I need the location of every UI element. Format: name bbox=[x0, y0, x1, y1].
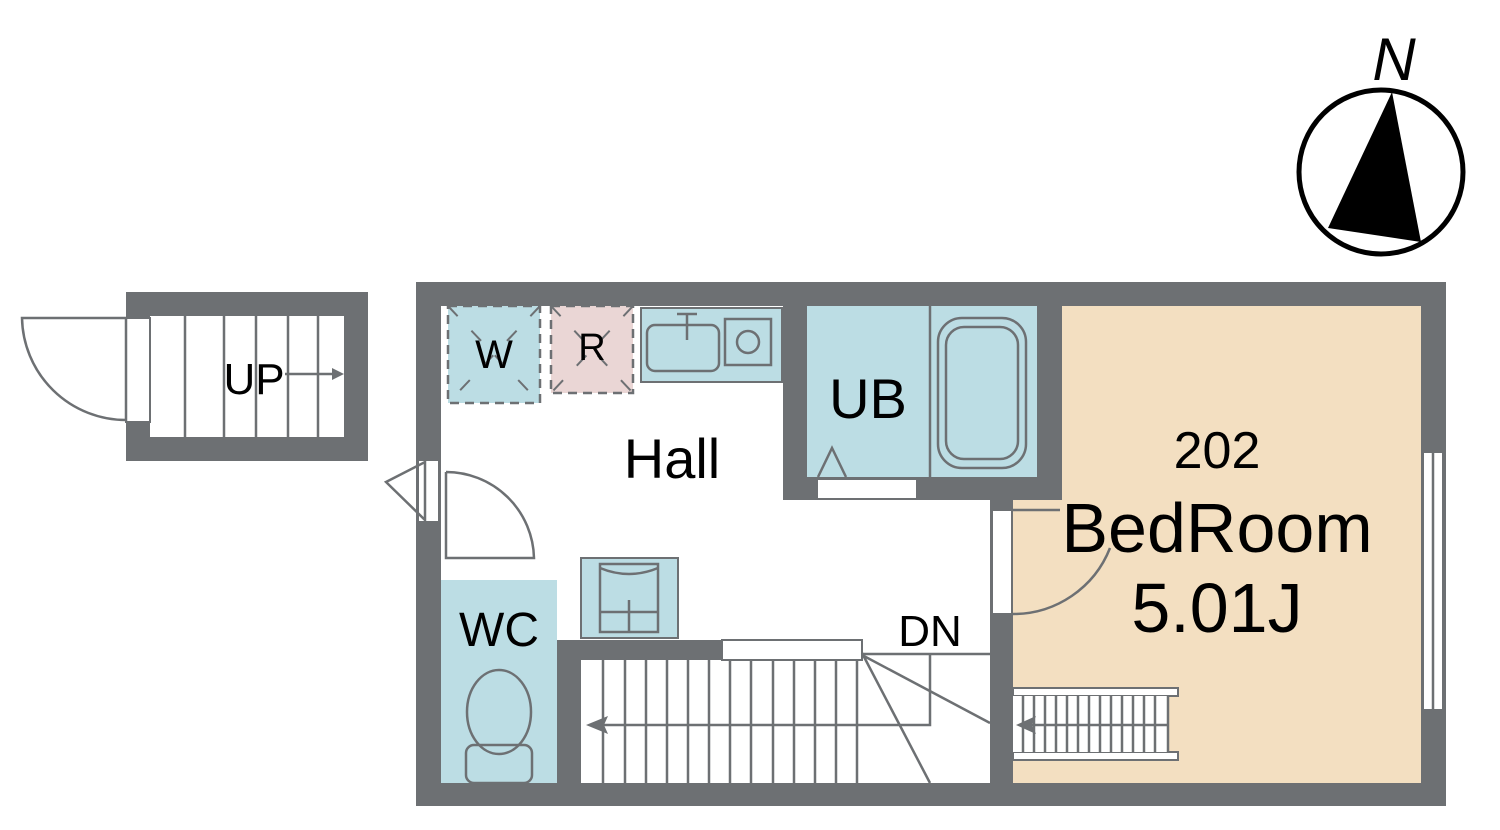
north-arrow-icon bbox=[1328, 92, 1421, 242]
entry-staircase: UP bbox=[20, 292, 368, 461]
stair-down-label: DN bbox=[898, 607, 962, 656]
stair-up-label: UP bbox=[223, 355, 284, 404]
bath-door[interactable] bbox=[818, 480, 916, 498]
wc-label: WC bbox=[459, 604, 539, 657]
washer-space: W bbox=[446, 304, 542, 405]
north-label: N bbox=[1372, 26, 1416, 93]
fridge-label: R bbox=[578, 327, 605, 369]
washer-label: W bbox=[475, 333, 513, 377]
sink-icon bbox=[645, 323, 721, 373]
bedroom-window bbox=[1422, 451, 1444, 711]
wash-basin bbox=[580, 557, 679, 639]
unit-number: 202 bbox=[1174, 422, 1261, 480]
hall-label: Hall bbox=[624, 427, 720, 490]
toilet-icon bbox=[465, 668, 533, 756]
bedroom: 202 BedRoom 5.01J bbox=[991, 306, 1444, 783]
kitchen-counter bbox=[640, 307, 783, 383]
bathtub-icon bbox=[936, 316, 1028, 470]
bedroom-door[interactable] bbox=[991, 509, 1013, 615]
wc-door[interactable] bbox=[448, 560, 532, 578]
fridge-space: R bbox=[549, 304, 635, 395]
staircase-down: DN bbox=[581, 607, 991, 784]
bedroom-size: 5.01J bbox=[1131, 569, 1302, 647]
unit-bath: UB bbox=[807, 306, 1037, 498]
loft-ladder bbox=[1012, 687, 1179, 761]
bedroom-label: BedRoom bbox=[1061, 489, 1372, 567]
entrance-door[interactable] bbox=[383, 459, 440, 523]
toilet-room: WC bbox=[441, 470, 557, 785]
unit-bath-label: UB bbox=[829, 367, 907, 430]
stove-icon bbox=[723, 317, 773, 367]
north-compass: N bbox=[1296, 26, 1466, 257]
